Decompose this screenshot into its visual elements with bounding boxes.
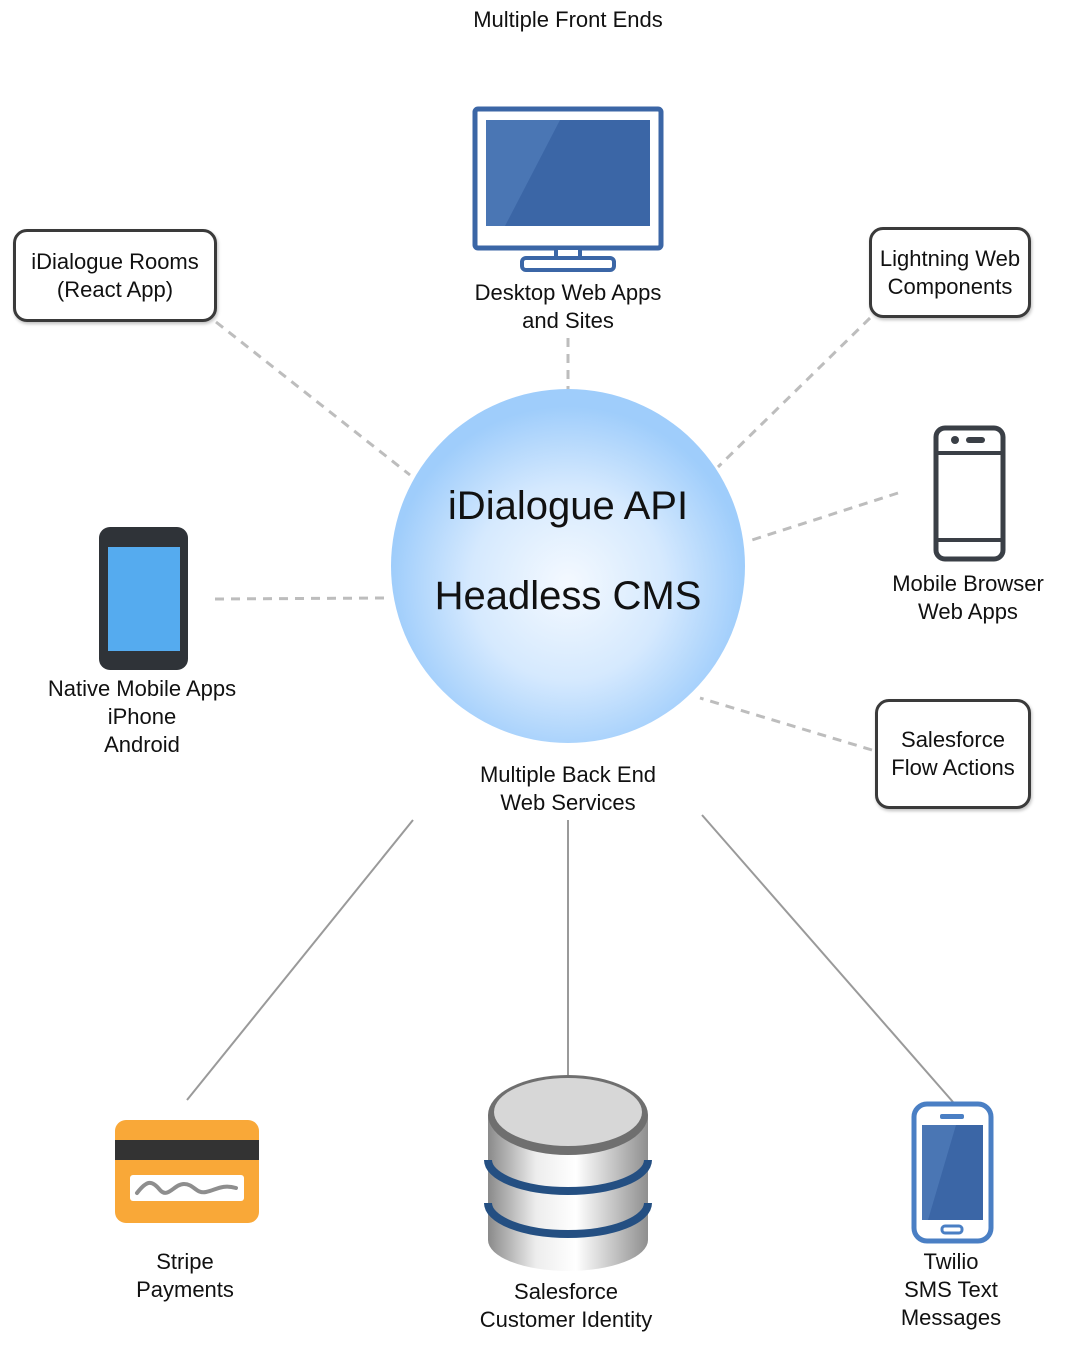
lightning-web-components-label: Lightning Web Components bbox=[879, 245, 1021, 299]
desktop-web-apps-label: Desktop Web Apps and Sites bbox=[474, 280, 662, 333]
connector-flow-actions bbox=[699, 696, 873, 752]
mobile-browser-label: Mobile Browser Web Apps bbox=[892, 571, 1044, 624]
salesforce-flow-actions-box: Salesforce Flow Actions bbox=[875, 699, 1031, 809]
salesforce-flow-actions-label: Salesforce Flow Actions bbox=[891, 727, 1015, 780]
connector-twilio bbox=[701, 814, 954, 1103]
connector-lightning bbox=[716, 316, 872, 469]
connector-stripe bbox=[186, 819, 414, 1101]
stripe-payments-label: Stripe Payments bbox=[136, 1249, 234, 1302]
lightning-web-components-box: Lightning Web Components bbox=[869, 227, 1031, 318]
idialogue-rooms-box: iDialogue Rooms (React App) bbox=[13, 229, 217, 322]
hub-title-api: iDialogue API bbox=[447, 484, 689, 528]
idialogue-rooms-label: iDialogue Rooms (React App) bbox=[31, 248, 199, 302]
twilio-sms-label: Twilio SMS Text Messages bbox=[900, 1249, 1002, 1330]
front-ends-heading: Multiple Front Ends bbox=[473, 7, 663, 32]
connector-native-mobile bbox=[214, 596, 386, 601]
back-end-label: Multiple Back End Web Services bbox=[479, 762, 657, 815]
hub-title-cms: Headless CMS bbox=[434, 574, 702, 618]
native-mobile-apps-label: Native Mobile Apps iPhone Android bbox=[47, 676, 237, 757]
salesforce-identity-label: Salesforce Customer Identity bbox=[479, 1279, 653, 1332]
